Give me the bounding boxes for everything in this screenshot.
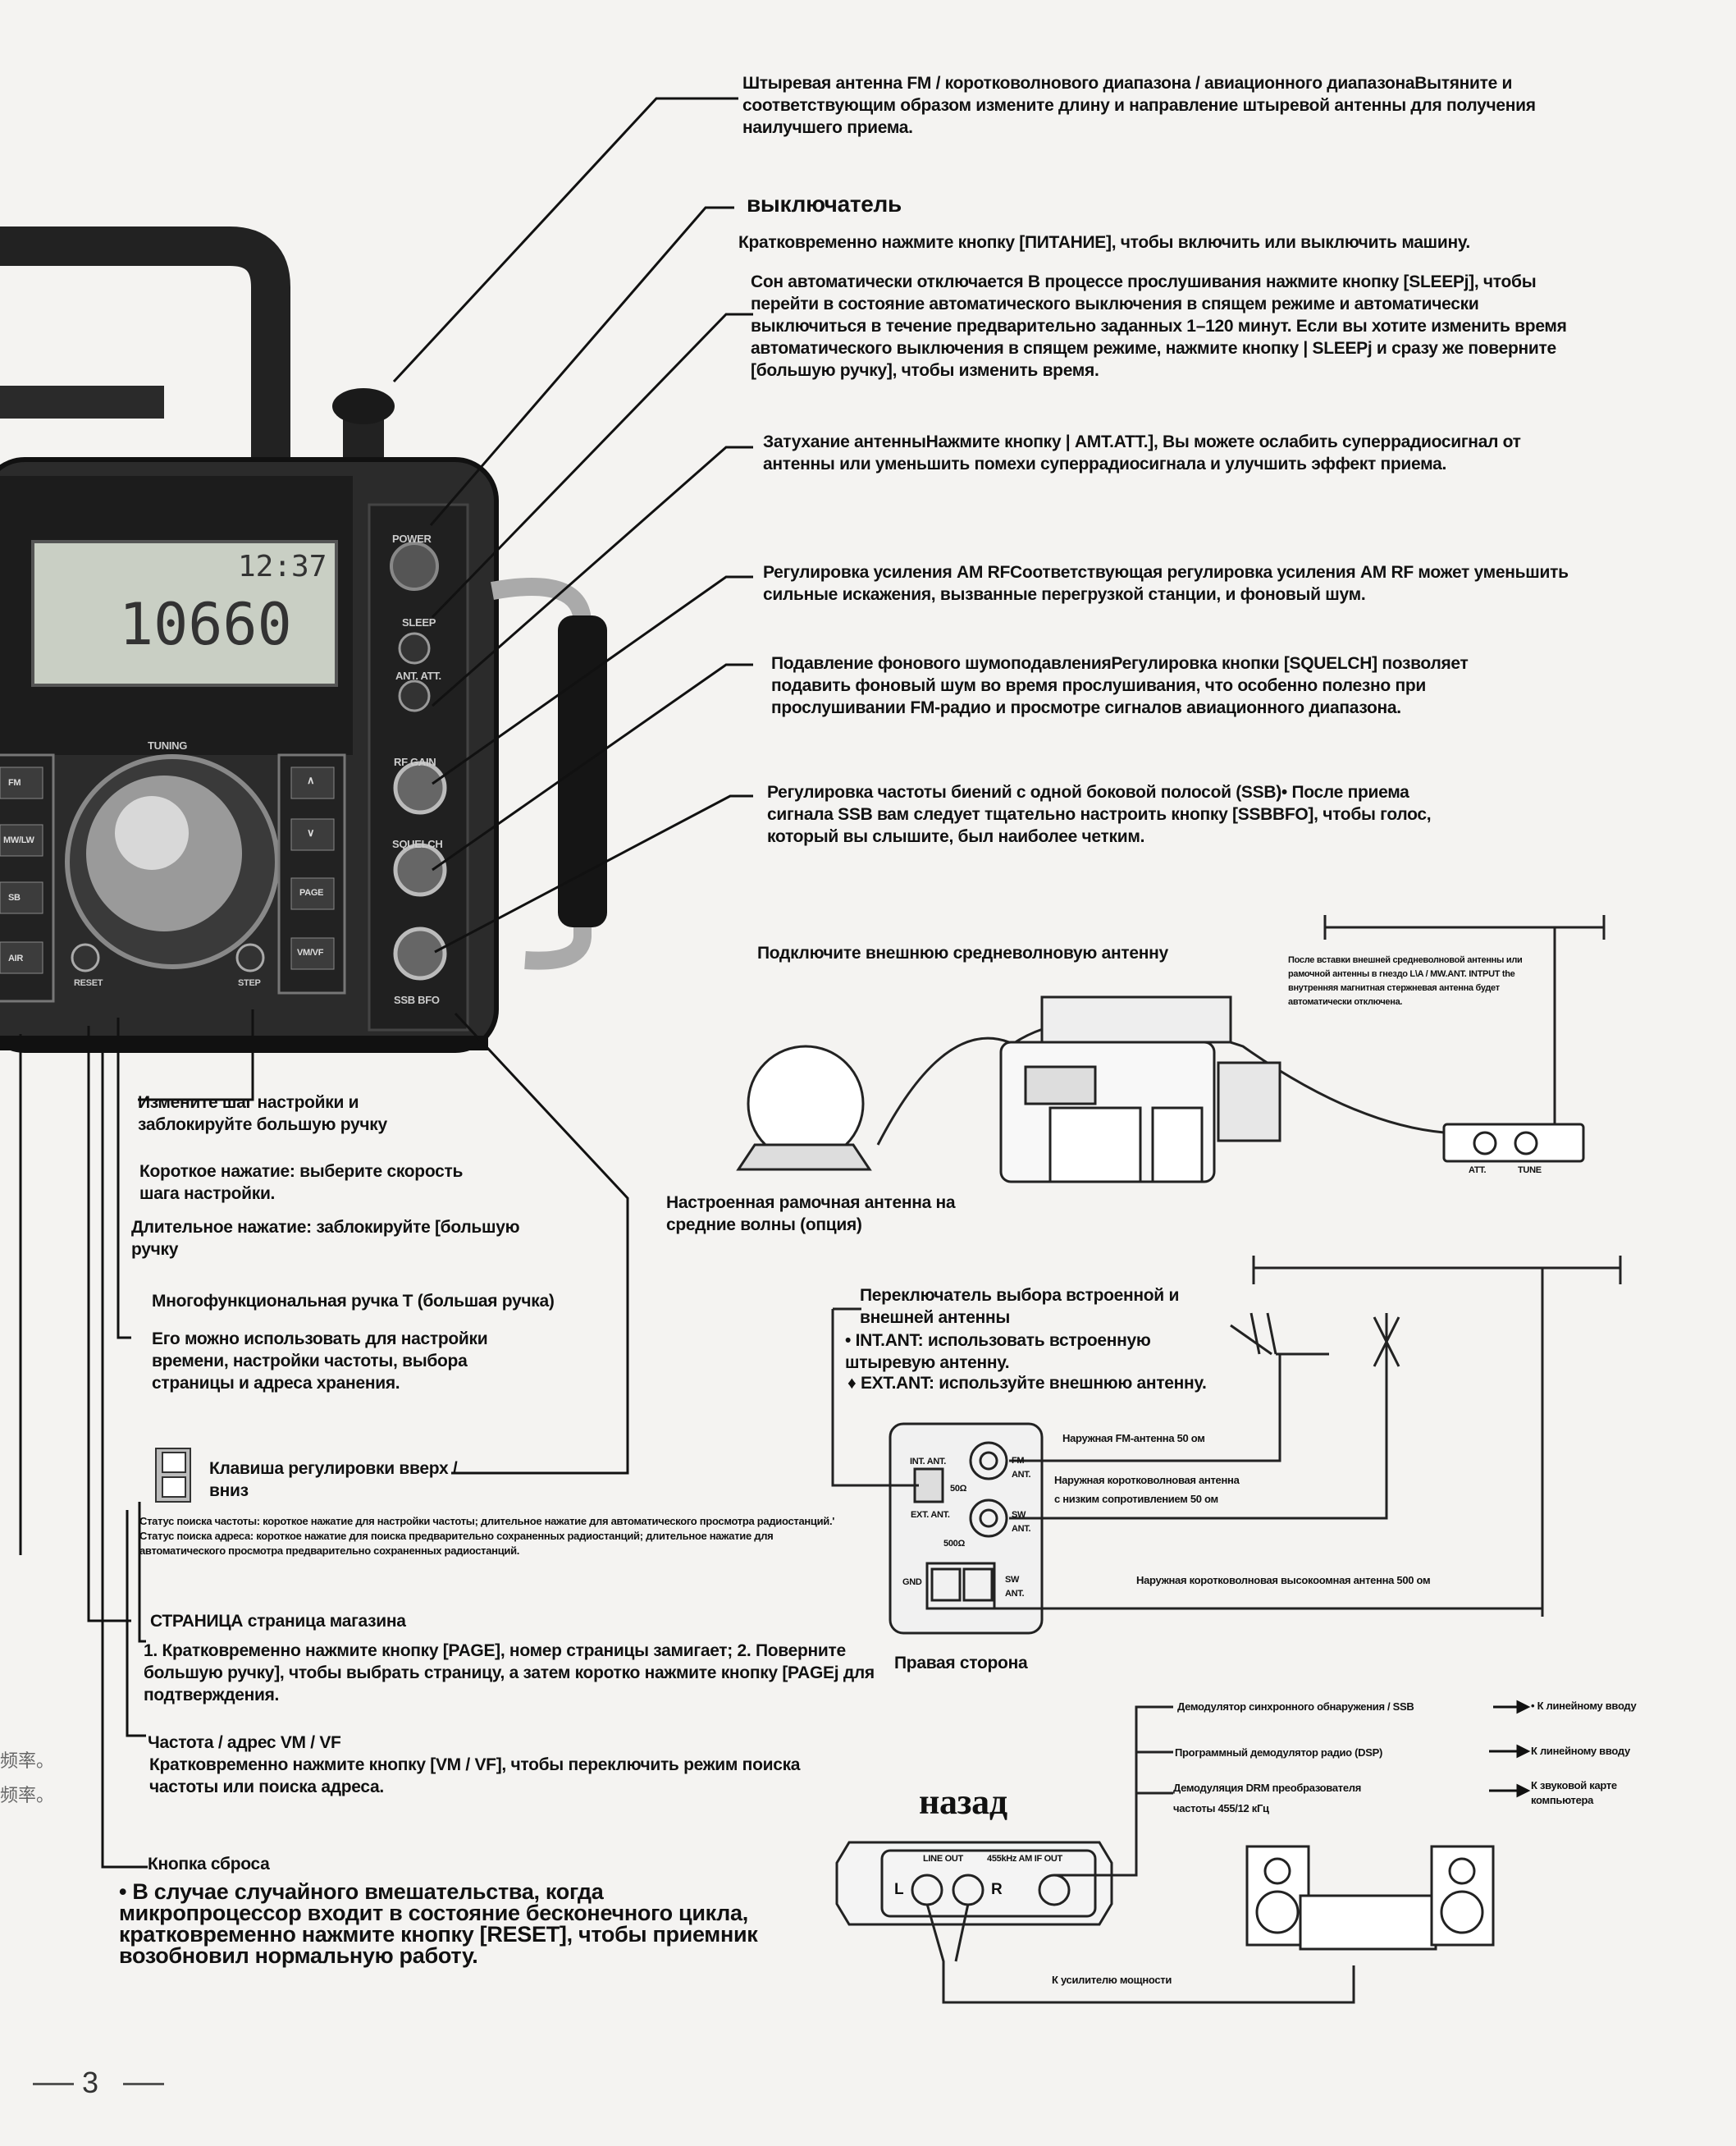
down-button[interactable]: ∨: [307, 826, 315, 839]
rfgain-text: Регулировка усиления AM RFСоответствующа…: [763, 563, 1569, 604]
sw50-label-a: Наружная коротковолновая антенна: [1054, 1474, 1240, 1486]
rfgain-label: RF GAIN: [394, 756, 436, 768]
sleep-label: SLEEP: [402, 616, 436, 629]
right-side-panel-diagram: [831, 1256, 1622, 1635]
back-panel-diagram: [835, 1705, 1495, 2004]
lcd-time: 12:37: [238, 550, 327, 583]
lcd-frequency: 10660: [119, 591, 292, 658]
gnd-label: GND: [902, 1577, 922, 1587]
demod-drm-label-a: Демодуляция DRM преобразователя: [1173, 1782, 1361, 1794]
ohm50-label: 50Ω: [950, 1484, 967, 1494]
to-soundcard-label: К звуковой карте компьютера: [1531, 1779, 1617, 1806]
fm-ant-label: FM ANT.: [1012, 1456, 1031, 1480]
page-number-rule: [33, 2081, 164, 2085]
att-knob-label: ATT.: [1469, 1165, 1487, 1175]
back-title: назад: [919, 1782, 1007, 1822]
power-title: выключатель: [747, 191, 902, 217]
mw-antenna-diagram: [736, 915, 1606, 1183]
tuning-label: TUNING: [148, 739, 188, 752]
page-number: 3: [82, 2066, 99, 2099]
radio-illustration: [0, 226, 607, 1053]
knob-title: Многофункциональная ручка T (большая руч…: [152, 1292, 555, 1311]
sw-ant-label: SW ANT.: [1012, 1510, 1031, 1534]
vmvf-title: Частота / адрес VM / VF: [148, 1733, 341, 1752]
power-text: Кратковременно нажмите кнопку [ПИТАНИЕ],…: [738, 233, 1470, 252]
leader-lines: [19, 97, 753, 1869]
ssb-text: Регулировка частоты биений с одной боков…: [767, 783, 1432, 846]
loop-antenna-caption: Настроенная рамочная антенна на средние …: [666, 1193, 956, 1234]
page-button[interactable]: PAGE: [299, 888, 324, 898]
tune-knob-label: TUNE: [1518, 1165, 1542, 1175]
right-side-caption: Правая сторона: [894, 1654, 1028, 1672]
updown-key-icon: [155, 1448, 191, 1503]
power-label: POWER: [392, 533, 432, 545]
whip-antenna-text: Штыревая антенна FM / коротковолнового д…: [742, 74, 1536, 137]
sb-button[interactable]: SB: [8, 893, 21, 903]
squelch-text: Подавление фонового шумоподавленияРегули…: [771, 654, 1469, 717]
att-text: Затухание антенныНажмите кнопку | AMT.AT…: [763, 432, 1521, 474]
antenna-selector-ext: ♦ EXT.ANT: используйте внешнюю антенну.: [847, 1374, 1207, 1393]
edge-text-2: 频率。: [0, 1786, 55, 1806]
step-title: Измените шаг настройки и заблокируйте бо…: [138, 1093, 387, 1134]
reset-label: RESET: [74, 978, 103, 988]
reset-text: • В случае случайного вмешательства, ког…: [119, 1879, 758, 1968]
to-amp-label: К усилителю мощности: [1052, 1974, 1172, 1986]
line-out-label: LINE OUT: [923, 1854, 963, 1864]
up-button[interactable]: ∧: [307, 774, 315, 786]
if-out-label: 455kHz AM IF OUT: [987, 1854, 1062, 1864]
l-label: L: [894, 1881, 904, 1898]
demod-dsp-label: Программный демодулятор радио (DSP): [1175, 1746, 1382, 1759]
sw-ant2-label: SW ANT.: [1005, 1575, 1025, 1599]
squelch-label: SQUELCH: [392, 838, 443, 850]
antenna-selector-title: Переключатель выбора встроенной и внешне…: [860, 1286, 1180, 1327]
ssbbfo-label: SSB BFO: [394, 994, 440, 1006]
air-button[interactable]: AIR: [8, 954, 24, 963]
step-label: STEP: [238, 978, 261, 988]
ext-mw-title: Подключите внешнюю средневолновую антенн…: [757, 944, 1168, 963]
demod-sync-label: Демодулятор синхронного обнаружения / SS…: [1177, 1700, 1414, 1713]
updown-text: Статус поиска частоты: короткое нажатие …: [139, 1515, 835, 1557]
antatt-label: ANT. ATT.: [395, 670, 441, 682]
fm-button[interactable]: FM: [8, 778, 21, 788]
knob-text: Его можно использовать для настройки вре…: [152, 1329, 488, 1393]
sw500-label: Наружная коротковолновая высокоомная ант…: [1136, 1574, 1431, 1586]
page-title: СТРАНИЦА страница магазина: [150, 1612, 406, 1631]
ext-mw-note: После вставки внешней средневолновой ант…: [1288, 955, 1523, 1007]
page-text: 1. Кратковременно нажмите кнопку [PAGE],…: [144, 1641, 875, 1704]
r-label: R: [991, 1881, 1003, 1898]
antenna-selector-int: • INT.ANT: использовать встроенную штыре…: [845, 1331, 1151, 1372]
demod-drm-label-b: частоты 455/12 кГц: [1173, 1802, 1269, 1814]
arrow-icons: [1489, 1700, 1531, 1798]
step-long-text: Длительное нажатие: заблокируйте [большу…: [131, 1218, 520, 1259]
ext-ant-label: EXT. ANT.: [911, 1510, 950, 1520]
mwlw-button[interactable]: MW/LW: [3, 835, 34, 845]
int-ant-label: INT. ANT.: [910, 1457, 946, 1467]
sleep-text: Сон автоматически отключается В процессе…: [751, 272, 1567, 380]
updown-title: Клавиша регулировки вверх / вниз: [209, 1459, 458, 1500]
vmvf-text: Кратковременно нажмите кнопку [VM / VF],…: [149, 1755, 801, 1796]
step-short-text: Короткое нажатие: выберите скорость шага…: [139, 1162, 464, 1203]
to-line-label-2: К линейному вводу: [1531, 1745, 1630, 1757]
vmvf-button[interactable]: VM/VF: [297, 948, 324, 958]
sw50-label-b: с низким сопротивлением 50 ом: [1054, 1493, 1218, 1505]
reset-title: Кнопка сброса: [148, 1855, 270, 1874]
fm50-label: Наружная FM-антенна 50 ом: [1062, 1432, 1205, 1444]
edge-text-1: 频率。: [0, 1751, 55, 1772]
ohm500-label: 500Ω: [943, 1539, 965, 1549]
to-line-label-1: • К линейному вводу: [1531, 1700, 1637, 1712]
